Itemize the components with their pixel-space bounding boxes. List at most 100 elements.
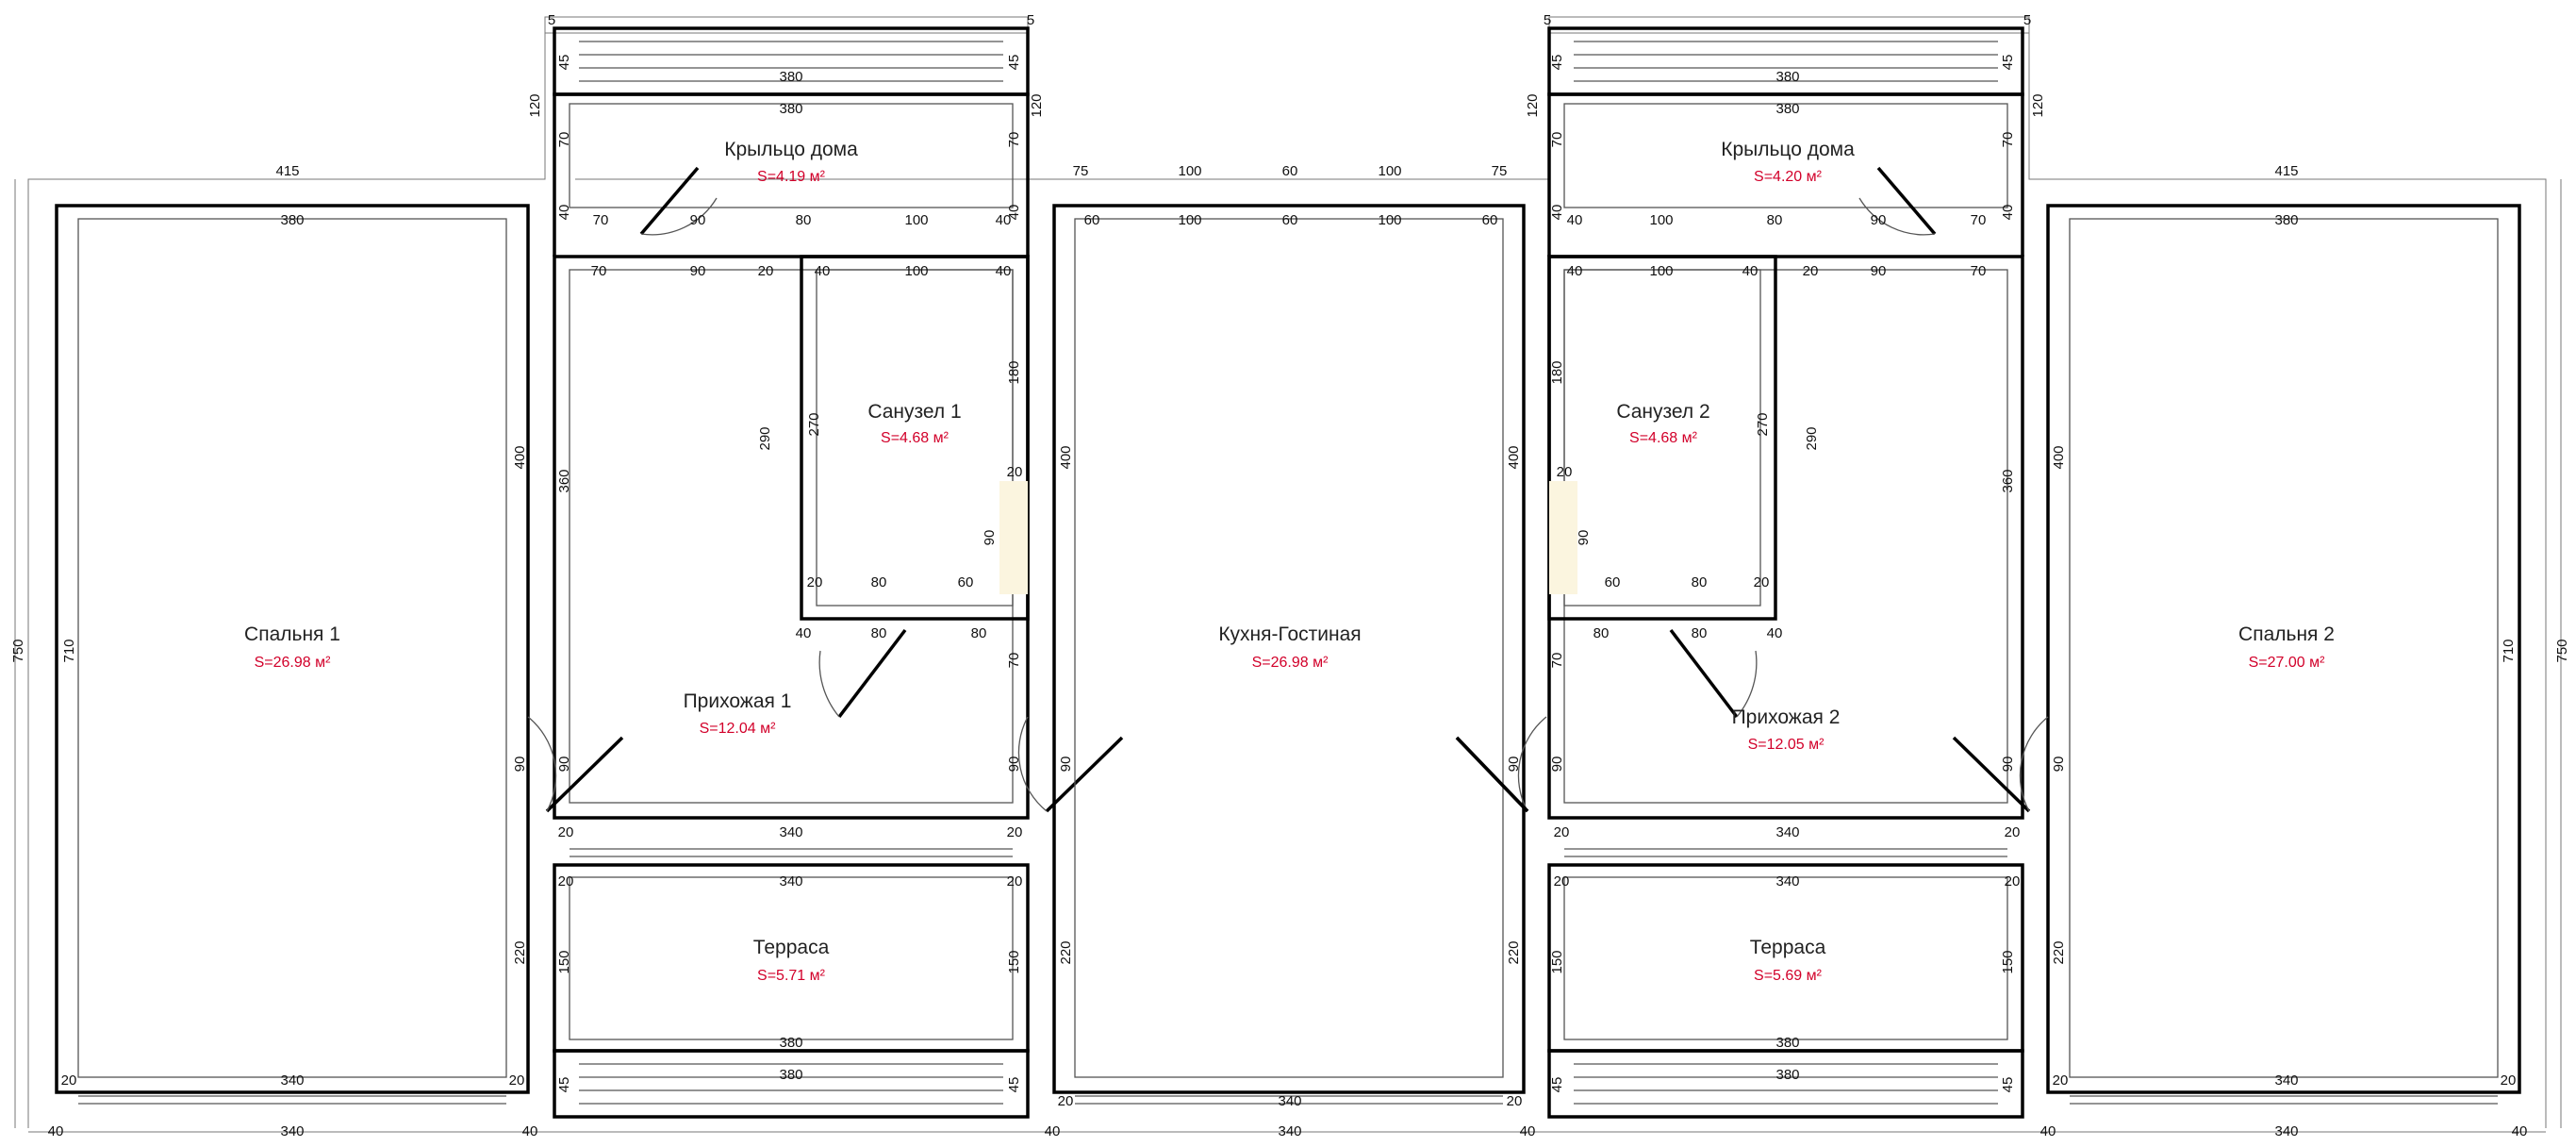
dim-label: 380 [1775, 1067, 1799, 1083]
dim-label: 750 [2554, 639, 2570, 662]
dim-label: 80 [971, 625, 987, 641]
dim-label: 20 [1058, 1093, 1074, 1109]
dim-label: 100 [1378, 163, 1401, 179]
dim-label: 40 [522, 1123, 538, 1139]
dim-label: 20 [2005, 824, 2021, 840]
dim-label: 90 [982, 530, 998, 546]
dim-label: 75 [1073, 163, 1089, 179]
dim-label: 45 [556, 1077, 572, 1093]
dim-label: 270 [1755, 412, 1771, 436]
dim-label: 40 [1006, 205, 1022, 221]
room-name-hall2: Прихожая 2 [1732, 706, 1841, 728]
dim-label: 340 [1278, 1123, 1301, 1139]
dim-label: 45 [1006, 1077, 1022, 1093]
room-name-bedroom1: Спальня 1 [244, 623, 340, 645]
dim-label: 415 [2274, 163, 2298, 179]
room-area-terrace2: S=5.69 м² [1754, 968, 1823, 984]
dim-label: 415 [275, 163, 299, 179]
dim-label: 20 [509, 1072, 525, 1089]
room-area-porch2: S=4.20 м² [1754, 169, 1823, 185]
dim-label: 340 [1775, 873, 1799, 889]
dim-label: 90 [512, 756, 528, 773]
dim-label: 360 [2000, 469, 2016, 492]
room-area-hall2: S=12.05 м² [1748, 737, 1825, 753]
right-unit-walls [1455, 26, 2521, 1119]
dim-label: 90 [2051, 756, 2067, 773]
dim-label: 20 [1557, 464, 1573, 480]
dim-label: 380 [779, 101, 802, 117]
dim-label: 710 [2501, 639, 2517, 662]
dim-label: 40 [815, 263, 831, 279]
dim-label: 120 [1029, 93, 1045, 117]
dim-label: 340 [2274, 1123, 2298, 1139]
dim-label: 400 [1506, 445, 1522, 469]
dim-label: 100 [1178, 212, 1201, 228]
dim-label: 220 [2051, 940, 2067, 964]
dim-label: 70 [1006, 132, 1022, 148]
dim-label: 70 [1549, 132, 1565, 148]
dim-label: 340 [280, 1072, 304, 1089]
dim-label: 90 [690, 263, 706, 279]
dim-label: 5 [548, 12, 555, 28]
dim-label: 340 [280, 1123, 304, 1139]
dim-label: 20 [1803, 263, 1819, 279]
dim-label: 5 [1027, 12, 1034, 28]
room-name-bath2: Санузел 2 [1616, 401, 1709, 423]
dim-label: 290 [757, 426, 773, 450]
dim-label: 80 [796, 212, 812, 228]
dim-label: 70 [1006, 653, 1022, 669]
dim-label: 45 [2000, 1077, 2016, 1093]
dim-label: 20 [2053, 1072, 2069, 1089]
room-area-bedroom1: S=26.98 м² [255, 655, 332, 671]
dim-label: 80 [1767, 212, 1783, 228]
dim-label: 70 [591, 263, 607, 279]
room-area-hall1: S=12.04 м² [700, 721, 777, 737]
dim-label: 340 [1775, 824, 1799, 840]
dim-label: 70 [1971, 212, 1987, 228]
dim-label: 100 [904, 263, 928, 279]
room-name-kitchen: Кухня-Гостиная [1218, 623, 1361, 645]
dim-label: 45 [1549, 1077, 1565, 1093]
dim-label: 710 [61, 639, 77, 662]
dim-label: 120 [527, 93, 543, 117]
room-name-bedroom2: Спальня 2 [2238, 623, 2335, 645]
dim-label: 40 [2512, 1123, 2528, 1139]
dim-label: 40 [996, 212, 1012, 228]
dim-label: 90 [2000, 756, 2016, 773]
dim-label: 20 [1754, 574, 1770, 590]
dim-label: 5 [1544, 12, 1551, 28]
dim-label: 40 [1567, 212, 1583, 228]
dim-label: 80 [1692, 625, 1708, 641]
room-area-porch1: S=4.19 м² [757, 169, 826, 185]
dim-label: 40 [1045, 1123, 1061, 1139]
dim-label: 20 [1554, 824, 1570, 840]
dim-label: 60 [958, 574, 974, 590]
dim-label: 340 [2274, 1072, 2298, 1089]
dim-label: 20 [1007, 464, 1023, 480]
dim-label: 90 [1006, 756, 1022, 773]
dim-label: 150 [1006, 950, 1022, 973]
dim-label: 20 [1554, 873, 1570, 889]
dim-label: 80 [1692, 574, 1708, 590]
room-area-kitchen: S=26.98 м² [1252, 655, 1329, 671]
room-labels: Спальня 1 S=26.98 м² Крыльцо дома S=4.19… [244, 139, 2335, 984]
room-name-terrace1: Терраса [753, 937, 830, 958]
dim-label: 340 [1278, 1093, 1301, 1109]
dim-label: 90 [690, 212, 706, 228]
dim-label: 20 [807, 574, 823, 590]
dim-label: 20 [2501, 1072, 2517, 1089]
dim-label: 380 [779, 69, 802, 85]
room-area-terrace1: S=5.71 м² [757, 968, 826, 984]
dim-label: 100 [1649, 263, 1673, 279]
dim-label: 20 [1507, 1093, 1523, 1109]
dim-label: 120 [2030, 93, 2046, 117]
dim-label: 20 [1007, 873, 1023, 889]
dim-label: 270 [806, 412, 822, 436]
dim-label: 150 [556, 950, 572, 973]
dim-label: 360 [556, 469, 572, 492]
dim-label: 45 [556, 55, 572, 71]
dim-label: 80 [1593, 625, 1610, 641]
room-name-terrace2: Терраса [1750, 937, 1826, 958]
dim-label: 380 [2274, 212, 2298, 228]
dim-label: 60 [1282, 163, 1298, 179]
